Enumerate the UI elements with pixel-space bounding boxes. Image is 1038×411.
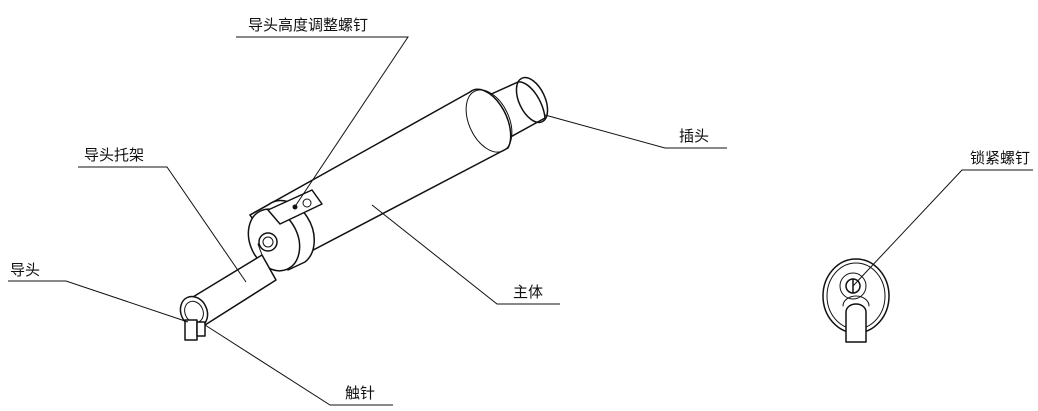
label-guide-bracket: 导头托架 xyxy=(84,146,144,164)
label-lock-screw: 锁紧螺钉 xyxy=(970,149,1030,167)
leader-plug xyxy=(544,114,727,149)
leader-stylus xyxy=(204,324,393,406)
height-screw-dot xyxy=(292,204,298,210)
label-main-body: 主体 xyxy=(513,283,543,301)
label-plug: 插头 xyxy=(679,127,709,145)
leader-main-body xyxy=(371,204,560,305)
leader-height-screw xyxy=(236,36,409,206)
leader-guide-bracket xyxy=(78,166,247,283)
leader-lock-screw xyxy=(852,169,1033,287)
label-height-screw: 导头高度调整螺钉 xyxy=(248,16,368,34)
main-body-part xyxy=(247,88,513,272)
label-guide-head: 导头 xyxy=(10,261,40,279)
guide-head-part xyxy=(179,295,209,341)
end-view xyxy=(822,258,890,343)
label-stylus: 触针 xyxy=(345,384,375,402)
leader-guide-head xyxy=(8,280,189,323)
